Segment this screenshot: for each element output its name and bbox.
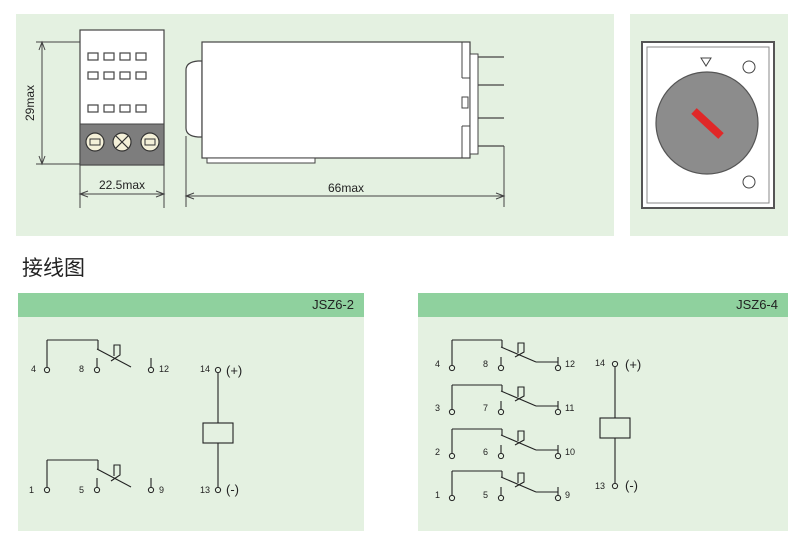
wiring-diagram-jsz6-2: 4 8 12 1 5 9 14 13 (+) (-) [29, 339, 242, 497]
height-dimension [36, 40, 80, 166]
pointer-triangle-icon [700, 57, 712, 67]
terminal-label: 1 [29, 485, 34, 495]
terminal-label: 8 [483, 359, 488, 369]
width-label: 22.5max [99, 178, 145, 192]
width-dimension [78, 165, 166, 208]
wiring-panel-jsz6-4: JSZ6-4 [418, 293, 788, 531]
terminal-label: 5 [79, 485, 84, 495]
terminal-label: 12 [159, 364, 169, 374]
section-title: 接线图 [22, 256, 85, 280]
terminal-label: 1 [435, 490, 440, 500]
polarity-plus: (+) [625, 357, 641, 372]
mounting-hole [742, 175, 756, 189]
length-dimension [184, 136, 506, 207]
terminal-label: 10 [565, 447, 575, 457]
front-view-knobs [85, 132, 160, 152]
terminal-label: 13 [595, 481, 605, 491]
dimension-drawing-panel: 29max 22.5max [16, 14, 614, 236]
terminal-label: 12 [565, 359, 575, 369]
length-label: 66max [328, 181, 364, 195]
terminal-label: 2 [435, 447, 440, 457]
terminal-label: 13 [200, 485, 210, 495]
terminal-label: 9 [565, 490, 570, 500]
wiring-diagram-jsz6-4: 4 8 12 3 7 11 2 6 10 1 5 9 14 13 (+) (-) [435, 339, 641, 502]
terminal-label: 9 [159, 485, 164, 495]
terminal-label: 6 [483, 447, 488, 457]
polarity-plus: (+) [226, 363, 242, 378]
terminal-slots [87, 52, 147, 113]
terminal-label: 4 [31, 364, 36, 374]
terminal-label: 7 [483, 403, 488, 413]
wiring-header: JSZ6-2 [18, 293, 364, 317]
polarity-minus: (-) [226, 482, 239, 497]
model-label: JSZ6-2 [312, 297, 354, 312]
terminal-label: 8 [79, 364, 84, 374]
mounting-hole [742, 60, 756, 74]
model-label: JSZ6-4 [736, 297, 778, 312]
terminal-label: 4 [435, 359, 440, 369]
knob-view [641, 41, 775, 209]
polarity-minus: (-) [625, 478, 638, 493]
terminal-label: 11 [565, 403, 574, 413]
knob-view-panel [630, 14, 788, 236]
knob-indicator [691, 108, 724, 139]
height-label: 29max [23, 85, 37, 121]
dimension-drawing: 29max 22.5max [23, 29, 506, 208]
terminal-label: 3 [435, 403, 440, 413]
side-view [185, 41, 504, 164]
terminal-label: 5 [483, 490, 488, 500]
wiring-header: JSZ6-4 [418, 293, 788, 317]
wiring-panel-jsz6-2: JSZ6-2 4 [18, 293, 364, 531]
terminal-label: 14 [200, 364, 210, 374]
terminal-label: 14 [595, 358, 605, 368]
